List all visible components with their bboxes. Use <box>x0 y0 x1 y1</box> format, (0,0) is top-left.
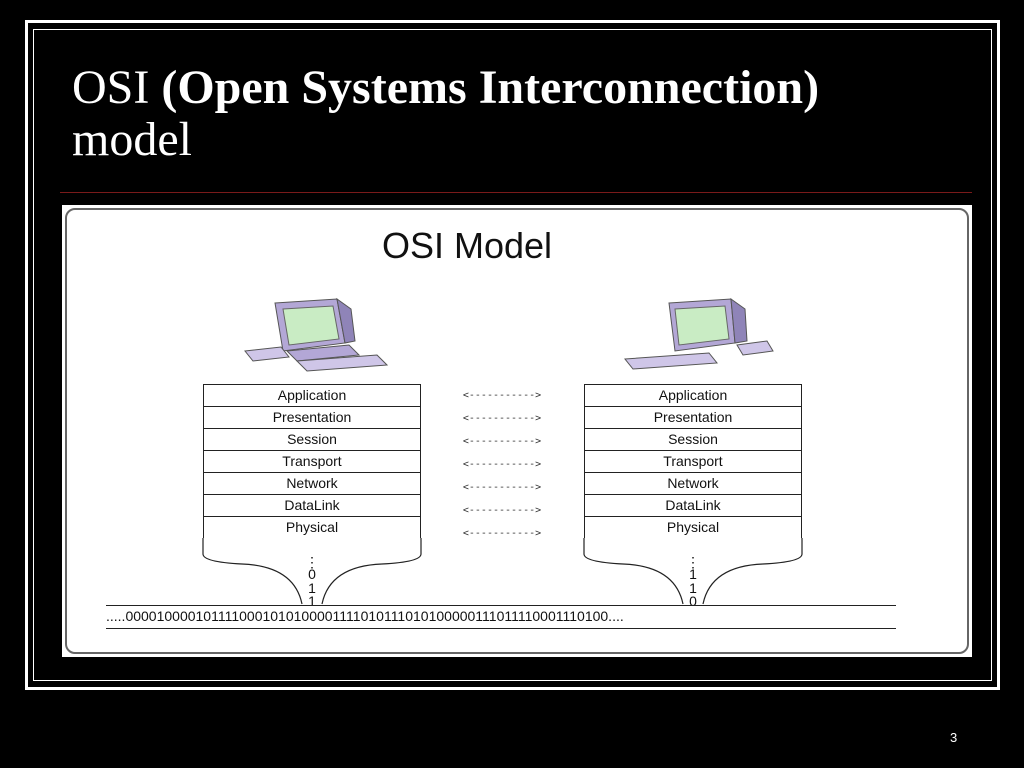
left-layer-transport: Transport <box>203 450 421 472</box>
right-bit-2: 1 <box>689 580 697 596</box>
right-layer-application: Application <box>584 384 802 406</box>
left-physical-funnel <box>202 538 422 605</box>
left-bit-2: 1 <box>308 580 316 596</box>
slide-title: OSI (Open Systems Interconnection) model <box>72 62 972 166</box>
arrow-session: <-----------> <box>462 436 542 447</box>
right-bit-dots: ⋮ <box>686 554 700 570</box>
right-layer-datalink: DataLink <box>584 494 802 516</box>
left-bit-3: 1 <box>308 593 316 609</box>
slide-inner-frame <box>33 29 992 681</box>
arrow-presentation: <-----------> <box>462 413 542 424</box>
left-layer-datalink: DataLink <box>203 494 421 516</box>
right-layer-session: Session <box>584 428 802 450</box>
left-layer-stack: Application Presentation Session Transpo… <box>203 384 421 538</box>
title-prefix: OSI <box>72 61 162 114</box>
diagram-title: OSI Model <box>381 225 553 266</box>
right-physical-funnel <box>583 538 803 605</box>
left-layer-network: Network <box>203 472 421 494</box>
right-layer-physical: Physical <box>584 516 802 538</box>
title-bold: (Open Systems Interconnection) <box>161 61 820 114</box>
right-layer-stack: Application Presentation Session Transpo… <box>584 384 802 538</box>
right-layer-presentation: Presentation <box>584 406 802 428</box>
arrow-network: <-----------> <box>462 482 542 493</box>
left-layer-presentation: Presentation <box>203 406 421 428</box>
arrow-transport: <-----------> <box>462 459 542 470</box>
diagram-border <box>65 208 969 654</box>
left-bit-dots: ⋮ <box>305 554 319 570</box>
slide-outer-frame <box>25 20 1000 690</box>
left-layer-session: Session <box>203 428 421 450</box>
left-layer-physical: Physical <box>203 516 421 538</box>
page-number: 3 <box>950 730 958 745</box>
left-bit-1: 0 <box>308 566 316 582</box>
title-suffix: model <box>72 113 192 166</box>
peer-arrows: <-----------> <-----------> <-----------… <box>422 384 582 545</box>
right-layer-transport: Transport <box>584 450 802 472</box>
arrow-application: <-----------> <box>462 390 542 401</box>
left-layer-application: Application <box>203 384 421 406</box>
right-bit-3: 0 <box>689 593 697 609</box>
left-computer-icon <box>244 297 389 372</box>
right-computer-icon <box>624 297 774 370</box>
arrow-datalink: <-----------> <box>462 505 542 516</box>
right-layer-network: Network <box>584 472 802 494</box>
physical-bitstream: .....00001000010111100010101000011110101… <box>106 605 896 629</box>
osi-diagram: OSI Model Application Presentation Sessi… <box>62 205 972 657</box>
title-divider <box>60 192 972 193</box>
arrow-physical: <-----------> <box>462 528 542 539</box>
right-bit-1: 1 <box>689 566 697 582</box>
